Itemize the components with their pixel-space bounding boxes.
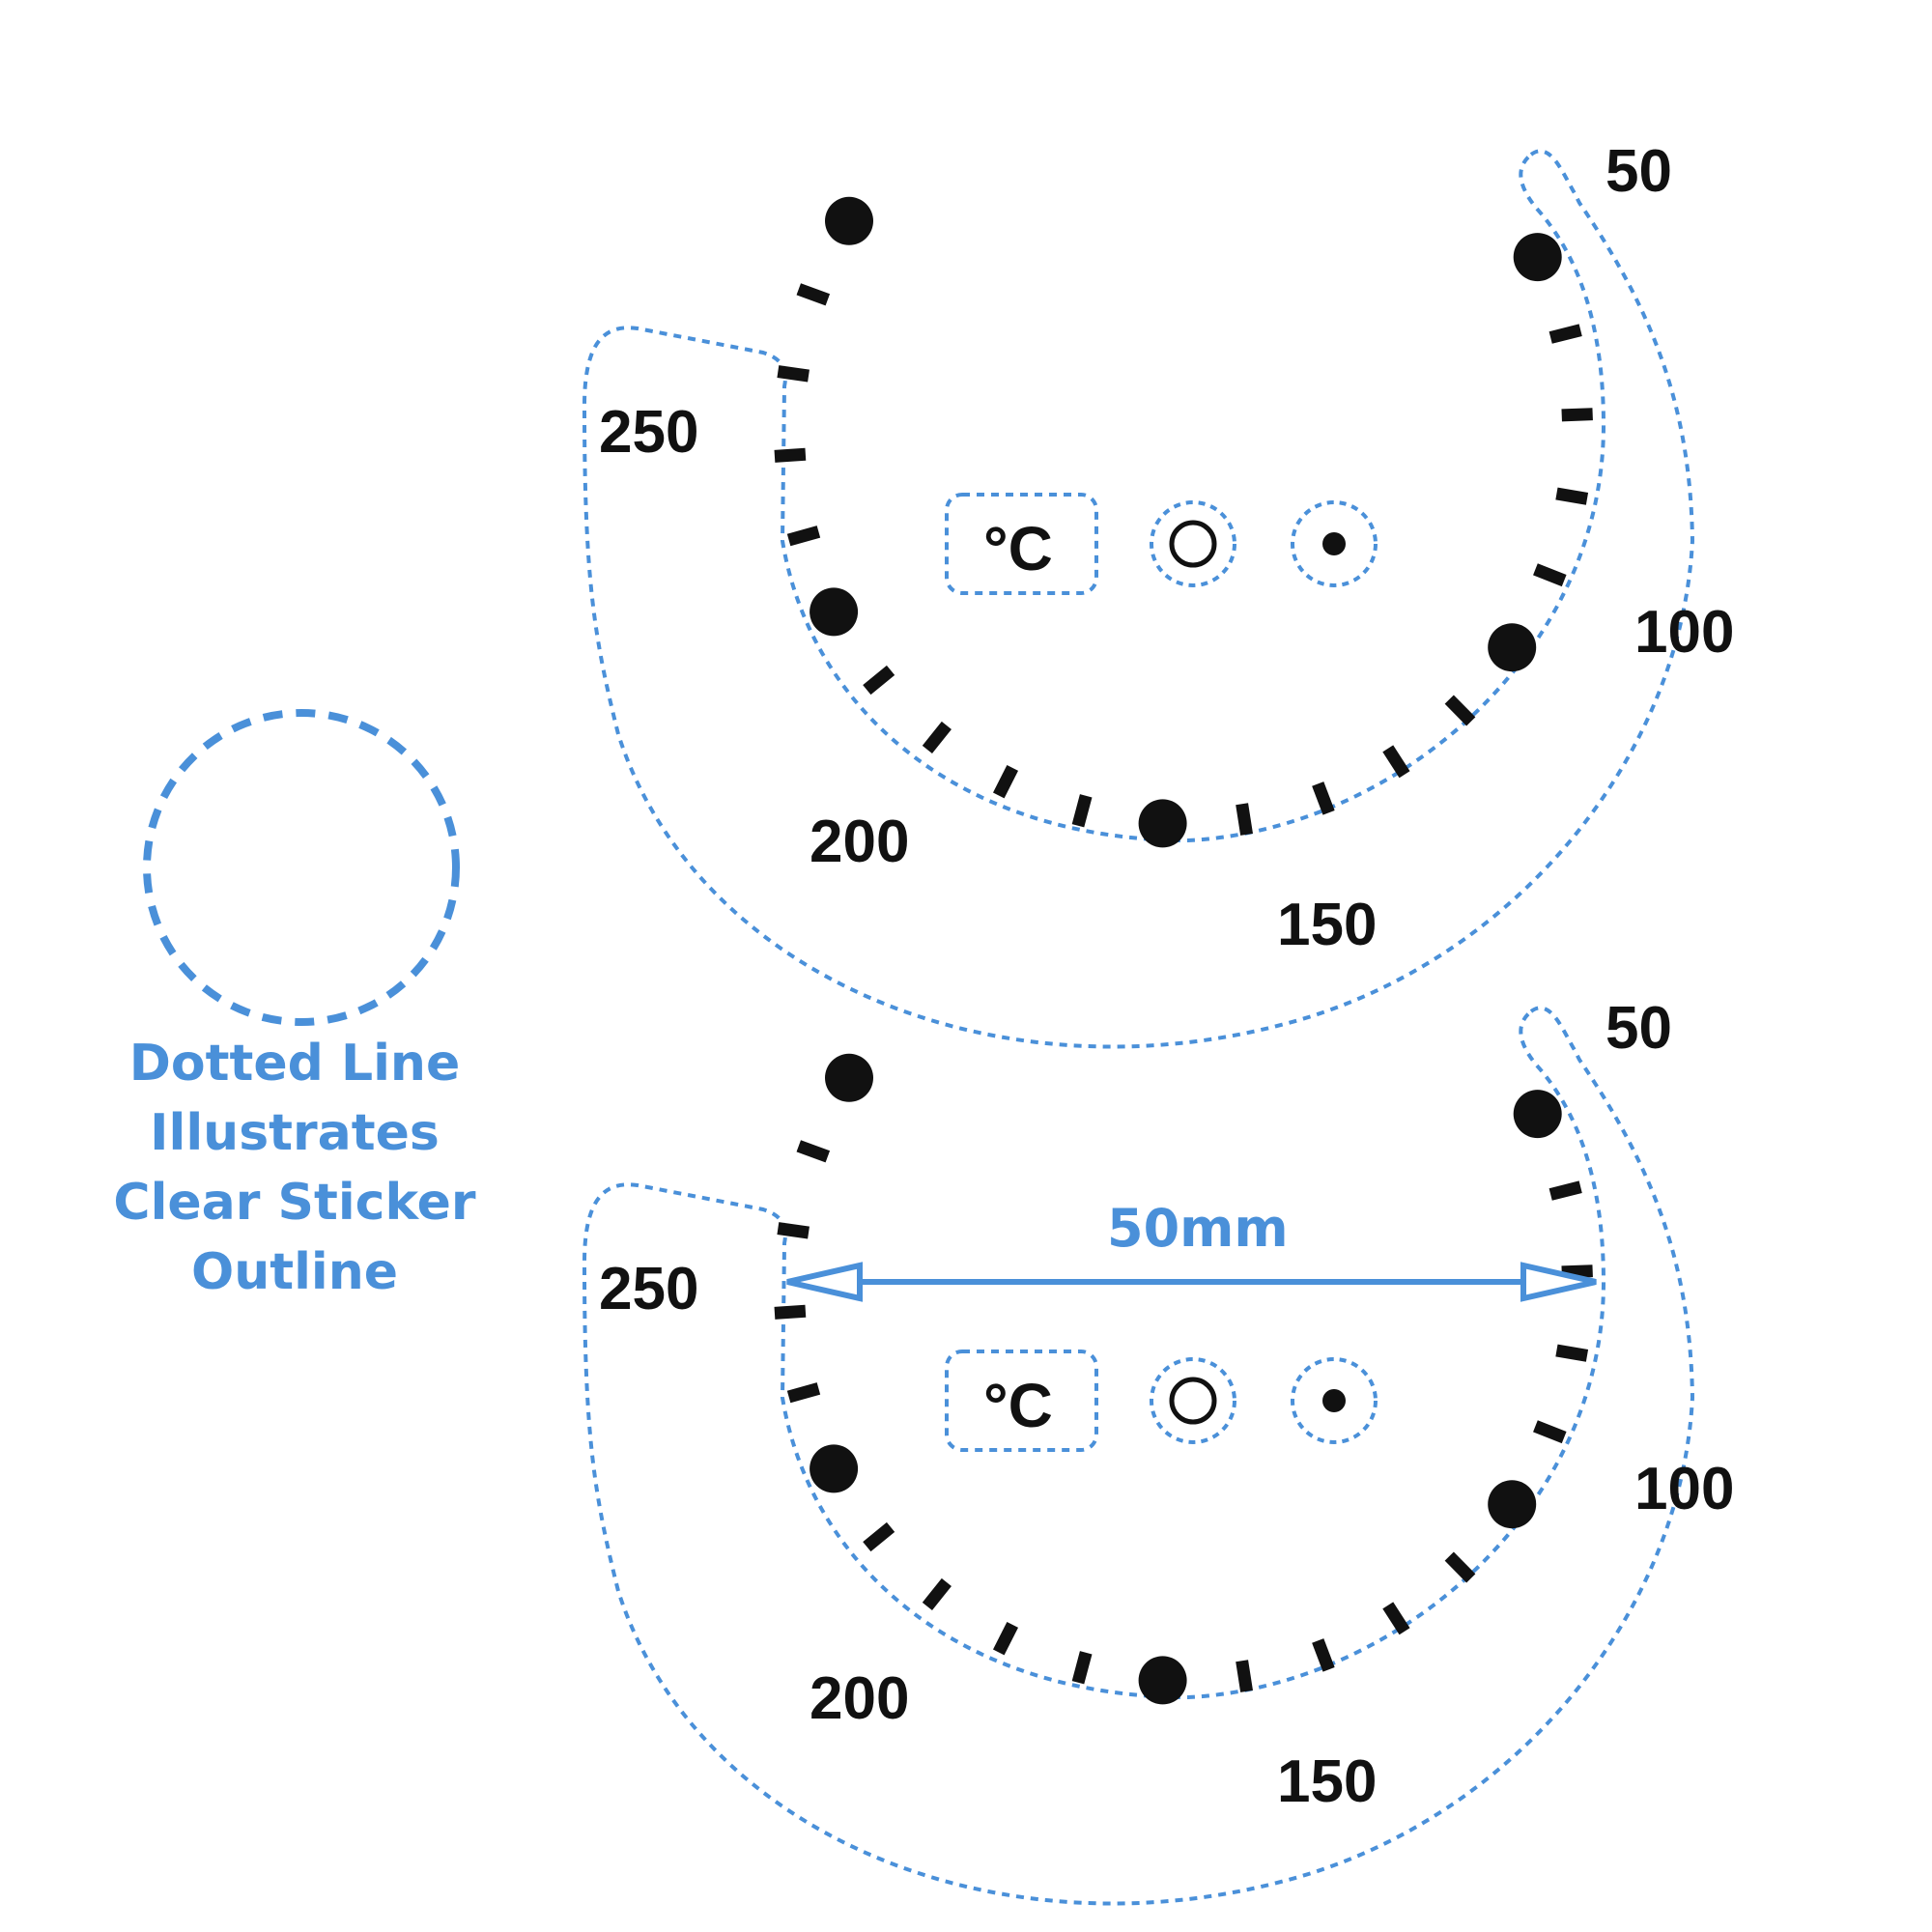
dot-outline	[1291, 1357, 1378, 1444]
tick-mark	[1533, 563, 1567, 587]
major-dot	[1488, 623, 1537, 672]
major-dot	[1513, 233, 1562, 282]
tick-mark	[1548, 1180, 1582, 1201]
major-dot	[825, 1053, 873, 1102]
tick-mark	[863, 1521, 895, 1552]
major-dot	[1488, 1480, 1537, 1529]
tick-mark	[922, 721, 952, 753]
major-dot	[810, 587, 859, 637]
label-200: 200	[810, 1665, 909, 1732]
tick-mark	[1312, 1638, 1335, 1672]
tick-mark	[922, 1577, 952, 1610]
tick-mark	[774, 1304, 807, 1320]
label-250: 250	[599, 399, 698, 466]
tick-mark	[1312, 781, 1335, 815]
tick-mark	[1548, 324, 1582, 344]
tick-marks	[774, 1140, 1593, 1692]
tick-mark	[1533, 1420, 1567, 1444]
label-50: 50	[1605, 138, 1672, 205]
tick-mark	[774, 447, 807, 463]
arrowhead-left	[786, 1262, 863, 1302]
label-250: 250	[599, 1256, 698, 1322]
major-dot	[1138, 1656, 1187, 1705]
tick-mark	[1561, 408, 1593, 422]
legend-line-3: Clear Sticker	[113, 1174, 476, 1232]
tick-mark	[796, 1140, 831, 1163]
tick-mark	[786, 1382, 821, 1404]
label-50: 50	[1605, 995, 1672, 1062]
sticker-outline	[582, 1006, 1695, 1906]
unit-box-outline	[945, 493, 1098, 595]
legend-line-4: Outline	[190, 1243, 399, 1301]
label-150: 150	[1277, 892, 1377, 958]
ring-icon	[1169, 520, 1217, 568]
major-dots	[810, 1053, 1562, 1705]
tick-mark	[1555, 487, 1589, 505]
tick-mark	[1236, 803, 1253, 836]
major-dot	[810, 1444, 859, 1493]
tick-mark	[777, 365, 810, 383]
dial-sticker-bottom: 50 100 150 200 250 °C 50mm	[582, 995, 1734, 1906]
dot-outline	[1291, 500, 1378, 587]
label-200: 200	[810, 809, 909, 875]
major-dot	[825, 196, 873, 245]
tick-mark	[777, 1222, 810, 1239]
tick-mark	[786, 526, 821, 547]
major-dot	[1138, 799, 1187, 848]
legend-line-1: Dotted Line	[128, 1035, 461, 1093]
tick-mark	[1071, 794, 1093, 828]
dial-sticker-top: 50 100 150 200 250 °C	[582, 138, 1734, 1049]
tick-mark	[863, 665, 895, 696]
unit-label: °C	[983, 1371, 1053, 1440]
unit-label: °C	[983, 514, 1053, 583]
major-dots	[810, 196, 1562, 848]
tick-mark	[1382, 1602, 1410, 1635]
major-dot	[1513, 1090, 1562, 1139]
label-150: 150	[1277, 1748, 1377, 1815]
tick-mark	[1444, 695, 1476, 726]
tick-mark	[1382, 745, 1410, 779]
tick-mark	[1236, 1660, 1253, 1692]
dimension-arrow: 50mm	[786, 1198, 1597, 1302]
legend-caption: Dotted Line Illustrates Clear Sticker Ou…	[101, 1029, 488, 1307]
ring-outline	[1150, 500, 1236, 587]
unit-box-outline	[945, 1350, 1098, 1452]
ring-outline	[1150, 1357, 1236, 1444]
legend-line-2: Illustrates	[150, 1104, 440, 1162]
tick-mark	[992, 764, 1019, 799]
tick-mark	[1444, 1551, 1476, 1583]
label-100: 100	[1634, 599, 1734, 666]
ring-icon	[1169, 1377, 1217, 1425]
sticker-outline	[582, 149, 1695, 1049]
tick-marks	[774, 283, 1593, 836]
tick-mark	[1071, 1651, 1093, 1685]
arrowhead-right	[1520, 1262, 1597, 1302]
dot-icon	[1322, 532, 1346, 555]
tick-mark	[992, 1621, 1019, 1656]
legend-circle	[143, 709, 460, 1026]
label-100: 100	[1634, 1456, 1734, 1522]
dot-icon	[1322, 1389, 1346, 1412]
dimension-label: 50mm	[1107, 1198, 1289, 1259]
tick-mark	[796, 283, 831, 306]
tick-mark	[1555, 1344, 1589, 1362]
